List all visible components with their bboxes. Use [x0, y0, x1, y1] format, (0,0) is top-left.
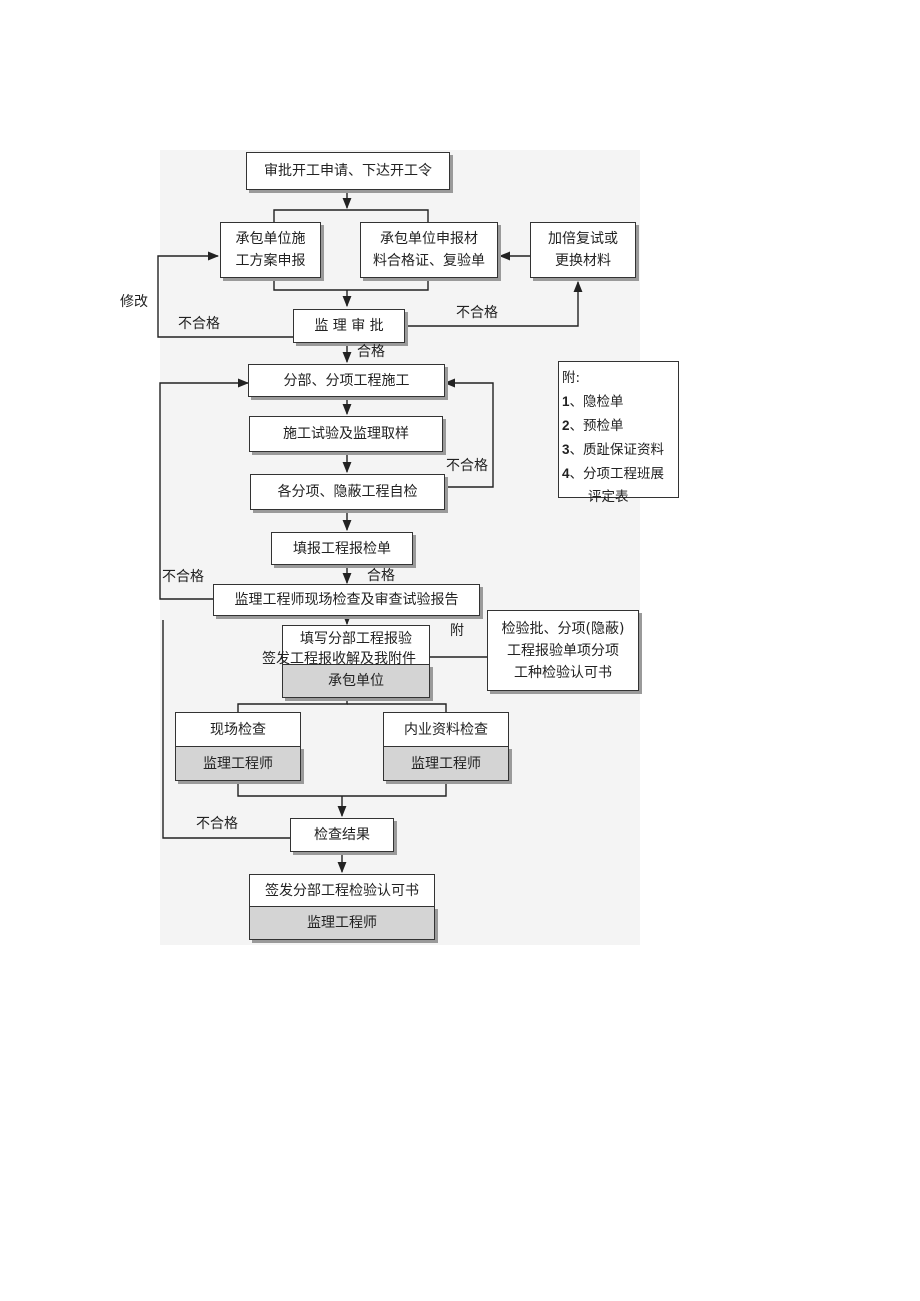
site-engineer-text: 监理工程师: [203, 755, 273, 772]
docs-check-text: 内业资料检查: [404, 721, 488, 738]
final-engineer-box: 监理工程师: [249, 906, 435, 940]
overlay-text: 签发工程报收解及我附件: [262, 652, 416, 667]
contractor-plan-text: 承包单位施 工方案申报: [235, 231, 306, 269]
contractor-material-text: 承包单位申报材 料合格证、复验单: [373, 231, 485, 269]
fail-label-4: 不合格: [162, 569, 204, 585]
docs-check-box: 内业资料检查: [383, 712, 509, 747]
appendix-item: 2、预检单: [562, 414, 678, 438]
construction-box: 分部、分项工程施工: [248, 364, 445, 397]
appendix-item-text: 、预检单: [569, 418, 624, 434]
fill-inspection-box: 填报工程报检单: [271, 532, 413, 565]
attachment-docs-box: 检验批、分项(隐蔽) 工程报验单项分项 工种检验认可书: [487, 610, 639, 691]
site-engineer-box: 监理工程师: [175, 746, 301, 781]
engineer-check-box: 监理工程师现场检查及审查试验报告: [213, 584, 480, 616]
test-sampling-box: 施工试验及监理取样: [249, 416, 443, 452]
appendix-item-text: 、分项工程班展: [569, 466, 665, 482]
fail-label-3: 不合格: [446, 458, 488, 474]
appendix-item: 1、隐检单: [562, 390, 678, 414]
final-engineer-text: 监理工程师: [307, 915, 377, 931]
docs-engineer-box: 监理工程师: [383, 746, 509, 781]
contractor-unit-text: 承包单位: [328, 673, 384, 689]
pass-label-2: 合格: [367, 568, 395, 584]
supervision-review-box: 监 理 审 批: [293, 309, 405, 343]
issue-permit-box: 签发分部工程检验认可书: [249, 874, 435, 907]
contractor-unit-box: 承包单位: [282, 664, 430, 698]
supervision-review-text: 监 理 审 批: [314, 318, 384, 334]
docs-engineer-text: 监理工程师: [411, 755, 481, 772]
fill-inspection-text: 填报工程报检单: [293, 540, 391, 557]
construction-text: 分部、分项工程施工: [283, 372, 410, 389]
attachment-docs-text: 检验批、分项(隐蔽) 工程报验单项分项 工种检验认可书: [501, 620, 625, 681]
attach-label: 附: [450, 623, 464, 639]
self-check-text: 各分项、隐蔽工程自检: [277, 484, 418, 500]
inspection-result-box: 检查结果: [290, 818, 394, 852]
appendix-item-number: 3: [562, 442, 570, 457]
fail-label-1: 不合格: [178, 316, 220, 332]
issue-permit-text: 签发分部工程检验认可书: [265, 882, 419, 899]
appendix-item: 3、质趾保证资料: [562, 438, 678, 462]
test-sampling-text: 施工试验及监理取样: [283, 426, 409, 442]
approve-start-text: 审批开工申请、下达开工令: [264, 163, 432, 179]
modify-label: 修改: [120, 294, 148, 310]
appendix-item: 4、分项工程班展: [562, 462, 678, 486]
fail-label-5: 不合格: [196, 816, 238, 832]
appendix-title: 附:: [562, 370, 581, 386]
inspection-result-text: 检查结果: [314, 827, 370, 843]
site-check-box: 现场检查: [175, 712, 301, 747]
self-check-box: 各分项、隐蔽工程自检: [250, 474, 445, 510]
appendix-item-number: 4: [562, 466, 570, 481]
appendix-item-number: 1: [562, 394, 570, 409]
appendix-item-number: 2: [562, 418, 570, 433]
contractor-material-box: 承包单位申报材 料合格证、复验单: [360, 222, 498, 278]
fail-label-2: 不合格: [456, 305, 498, 321]
appendix-item-text: 、质趾保证资料: [569, 442, 665, 458]
pass-label-1: 合格: [357, 344, 385, 360]
appendix-box: 附: 1、隐检单 2、预检单 3、质趾保证资料 4、分项工程班展 评定表: [558, 361, 679, 505]
contractor-plan-box: 承包单位施 工方案申报: [220, 222, 321, 278]
appendix-continuation: 评定表: [588, 489, 629, 505]
fill-division-text: 填写分部工程报验: [300, 631, 412, 647]
approve-start-box: 审批开工申请、下达开工令: [246, 152, 450, 190]
retest-material-box: 加倍复试或 更换材料: [530, 222, 636, 278]
site-check-text: 现场检查: [210, 721, 266, 738]
retest-material-text: 加倍复试或 更换材料: [548, 231, 618, 269]
engineer-check-text: 监理工程师现场检查及审查试验报告: [234, 592, 459, 608]
fill-division-box: 填写分部工程报验: [282, 625, 430, 665]
appendix-item-text: 、隐检单: [569, 394, 624, 410]
